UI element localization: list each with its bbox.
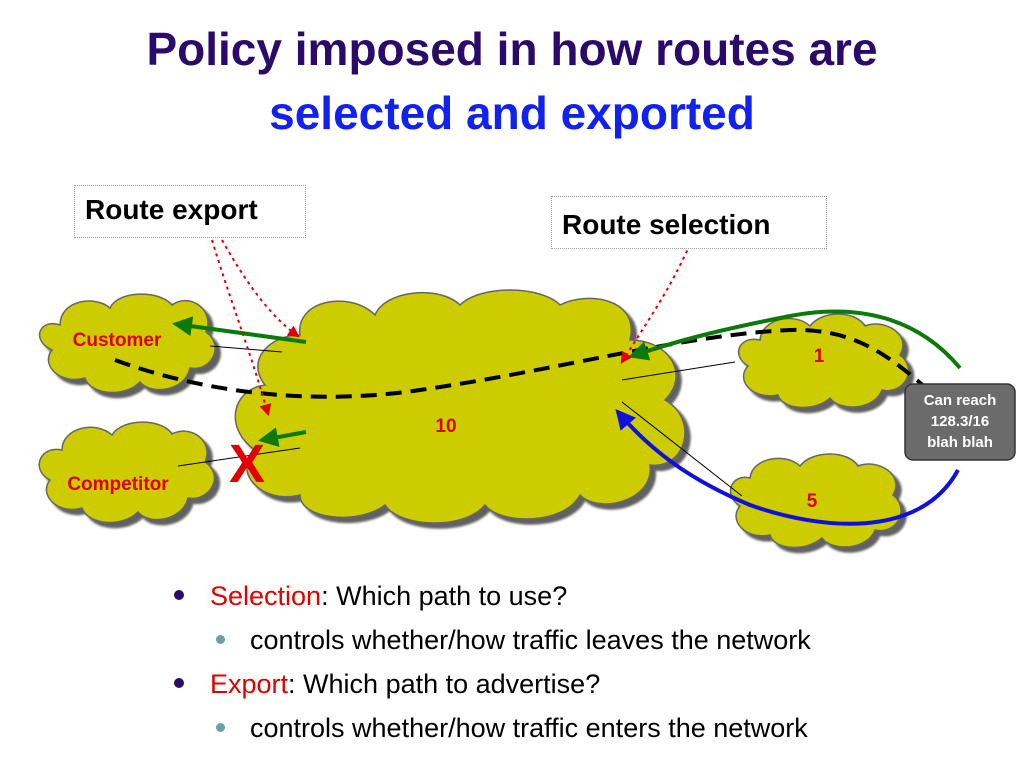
traffic-path-dashed — [114, 327, 948, 408]
customer-label: Customer — [73, 330, 162, 351]
export-pointer-customer — [221, 239, 300, 338]
route-advert-to-customer — [172, 316, 307, 344]
link-customer-center — [209, 345, 283, 353]
export-pointer-competitor — [211, 239, 272, 417]
link-center-provider-bottom — [621, 401, 743, 497]
competitor-label: Competitor — [67, 474, 169, 495]
customer-cloud — [38, 293, 216, 394]
reach-line-2: 128.3/16 — [931, 413, 989, 430]
provider-bottom-label: 5 — [807, 491, 818, 512]
selection-pointer — [620, 243, 691, 365]
sub-bullet-text-selection: controls whether/how traffic leaves the … — [250, 625, 811, 655]
link-center-provider-top — [621, 361, 736, 381]
bullet-text-selection: : Which path to use? — [321, 581, 568, 611]
route-advert-provider-top — [628, 309, 962, 370]
route-advert-to-competitor — [258, 427, 307, 447]
sub-bullet-dot-icon — [216, 723, 225, 732]
sub-bullet-text-export: controls whether/how traffic enters the … — [250, 713, 808, 743]
center-cloud-label: 10 — [435, 416, 456, 437]
reach-announcement-box: Can reach 128.3/16 blah blah — [904, 383, 1016, 461]
title-line-1: Policy imposed in how routes are — [146, 23, 878, 75]
title-line-2: selected and exported — [269, 87, 755, 139]
bullet-keyword-export: Export — [210, 669, 289, 699]
link-competitor-center — [177, 447, 301, 467]
bullet-dot-icon — [174, 590, 184, 600]
sub-bullet-export: controls whether/how traffic enters the … — [168, 710, 1008, 754]
center-cloud — [234, 289, 686, 524]
provider-top-label: 1 — [814, 346, 825, 367]
reach-line-1: Can reach — [924, 392, 997, 409]
competitor-cloud — [38, 421, 216, 524]
route-selection-callout: Route selection — [551, 196, 827, 249]
route-export-callout: Route export — [74, 185, 306, 238]
reach-line-3: blah blah — [927, 434, 993, 451]
bullet-text-export: : Which path to advertise? — [288, 669, 601, 699]
sub-bullet-dot-icon — [216, 635, 225, 644]
bullet-selection: Selection: Which path to use? — [168, 578, 1008, 622]
bullet-keyword-selection: Selection — [210, 581, 322, 611]
sub-bullet-selection: controls whether/how traffic leaves the … — [168, 622, 1008, 666]
bullet-dot-icon — [174, 678, 184, 688]
bullet-export: Export: Which path to advertise? — [168, 666, 1008, 710]
route-advert-provider-bottom — [615, 408, 960, 526]
bullet-list: Selection: Which path to use? controls w… — [168, 578, 1008, 754]
blocked-export-mark: X — [229, 434, 265, 494]
provider-cloud-top — [737, 313, 910, 409]
